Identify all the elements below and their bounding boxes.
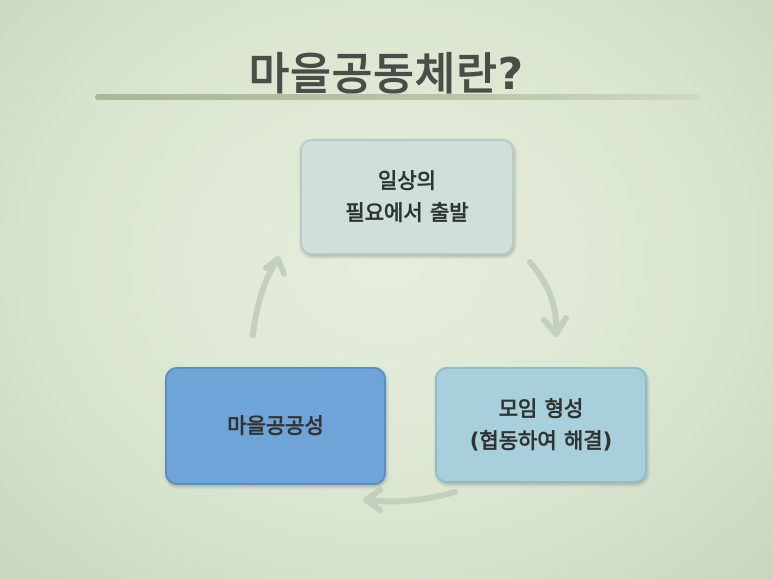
node-village-publicness: 마을공공성: [165, 367, 386, 485]
node-text: 필요에서 출발: [345, 201, 469, 225]
slide-title: 마을공동체란?: [248, 49, 525, 100]
arrow-left-to-top: [250, 259, 279, 338]
arrowhead-top: [263, 256, 287, 277]
arrow-top-to-right: [527, 259, 560, 333]
node-group-formation: 모임 형성 (협동하여 해결): [435, 367, 647, 483]
node-daily-needs: 일상의 필요에서 출발: [300, 139, 514, 255]
node-text: 모임 형성: [498, 397, 584, 421]
arrowhead-right: [541, 315, 569, 337]
arrowhead-left: [363, 487, 383, 513]
node-text: 일상의: [378, 169, 436, 193]
node-text: 마을공공성: [227, 414, 324, 438]
node-text: (협동하여 해결): [469, 429, 613, 453]
title-underline: [95, 94, 700, 100]
arrow-right-to-left: [365, 489, 458, 505]
